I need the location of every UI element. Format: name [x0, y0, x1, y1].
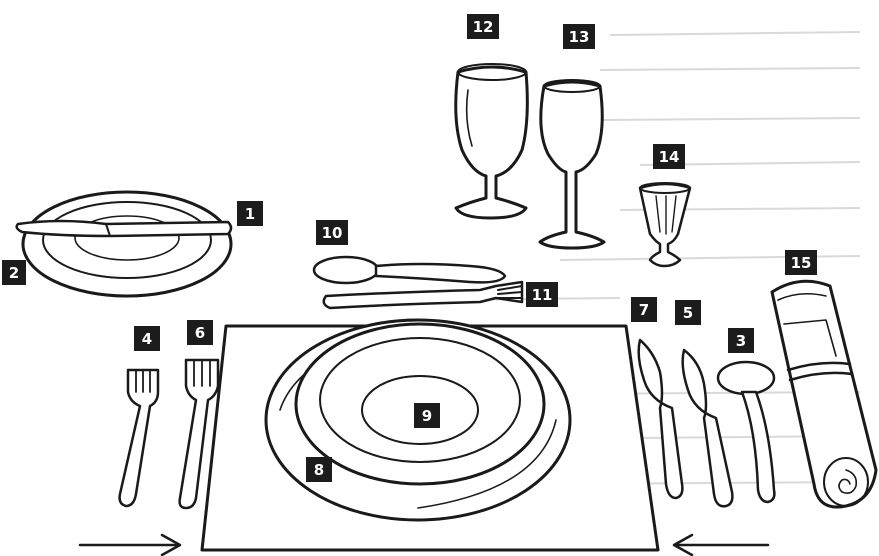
badge-8: 8	[306, 457, 332, 482]
svg-text:10: 10	[322, 224, 343, 242]
svg-text:12: 12	[473, 18, 494, 36]
badge-2: 2	[2, 260, 26, 285]
badge-9: 9	[414, 403, 440, 428]
dessert-spoon	[314, 257, 505, 283]
svg-text:4: 4	[142, 330, 152, 348]
svg-text:14: 14	[659, 148, 680, 166]
svg-text:6: 6	[195, 324, 205, 342]
svg-text:1: 1	[245, 205, 255, 223]
water-glass	[456, 64, 528, 218]
badge-11: 11	[526, 282, 558, 307]
svg-text:7: 7	[639, 301, 649, 319]
dessert-fork	[324, 282, 522, 308]
badge-6: 6	[187, 320, 213, 345]
svg-text:11: 11	[532, 286, 553, 304]
svg-text:8: 8	[314, 461, 324, 479]
badge-5: 5	[675, 300, 701, 325]
svg-text:3: 3	[736, 332, 746, 350]
badge-12: 12	[467, 14, 499, 39]
svg-text:9: 9	[422, 407, 432, 425]
badge-3: 3	[728, 328, 754, 353]
svg-text:2: 2	[9, 264, 19, 282]
badge-15: 15	[785, 250, 817, 275]
badge-1: 1	[237, 201, 263, 226]
butter-knife	[17, 221, 231, 236]
right-arrow	[674, 535, 768, 555]
badge-14: 14	[653, 144, 685, 169]
svg-text:15: 15	[791, 254, 812, 272]
badge-13: 13	[563, 24, 595, 49]
badge-7: 7	[631, 297, 657, 322]
salad-fork	[120, 370, 158, 506]
napkin-roll	[772, 281, 876, 507]
left-arrow	[80, 535, 180, 555]
svg-text:5: 5	[683, 304, 693, 322]
svg-text:13: 13	[569, 28, 590, 46]
cordial-glass	[640, 183, 690, 266]
wine-glass	[540, 80, 604, 248]
badge-10: 10	[316, 220, 348, 245]
bread-plate	[23, 192, 231, 296]
badge-4: 4	[134, 326, 160, 351]
